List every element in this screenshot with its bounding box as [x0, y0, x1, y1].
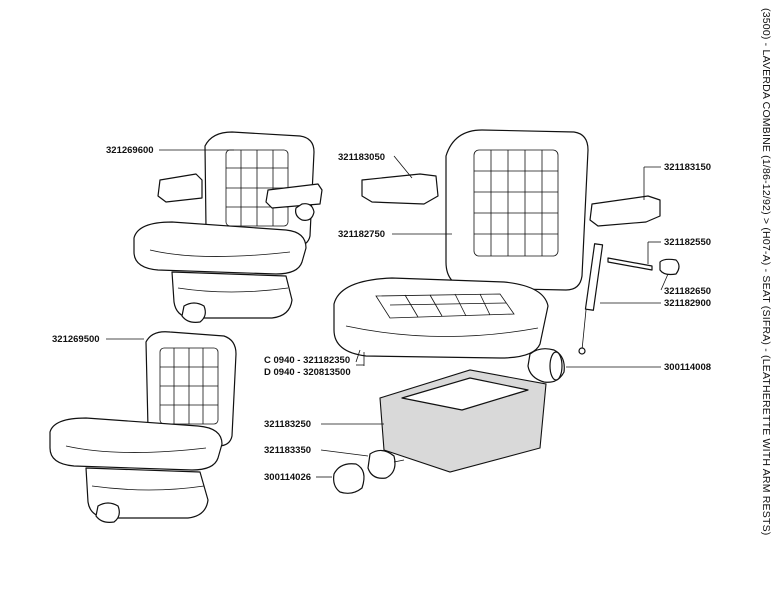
label-321182650: 321182650: [664, 286, 711, 297]
label-321183150: 321183150: [664, 162, 711, 173]
gas-spring-drawing: [578, 243, 604, 355]
armrest-bracket-right: [589, 195, 661, 227]
backrest-drawing: [445, 129, 589, 291]
label-321183050: 321183050: [338, 152, 385, 163]
armrest-bracket-left: [361, 173, 439, 205]
seat-with-armrests-drawing: [133, 131, 323, 323]
bush-part: [659, 258, 680, 276]
label-300114026: 300114026: [264, 472, 311, 483]
label-320813500: D 0940 - 320813500: [264, 367, 351, 378]
adjuster-drawing: [367, 449, 405, 479]
label-321183350: 321183350: [264, 445, 311, 456]
label-321182900: 321182900: [664, 298, 711, 309]
seat-without-armrests-drawing: [49, 331, 237, 523]
seat-cushion-drawing: [333, 277, 549, 359]
seat-frame-drawing: [379, 369, 547, 473]
label-321183250: 321183250: [264, 419, 311, 430]
label-321182750: 321182750: [338, 229, 385, 240]
label-300114008: 300114008: [664, 362, 711, 373]
label-321269500: 321269500: [52, 334, 100, 345]
pin-part: [607, 257, 653, 271]
knob-300114026-drawing: [333, 463, 365, 494]
label-321269600: 321269600: [106, 145, 154, 156]
label-321182350: C 0940 - 321182350: [264, 355, 350, 366]
label-321182550: 321182550: [664, 237, 711, 248]
leader-lines: [106, 149, 669, 478]
page-title: (3500) - LAVERDA COMBINE (1/86-12/92) > …: [760, 8, 772, 536]
knob-300114008-drawing: [527, 348, 565, 383]
